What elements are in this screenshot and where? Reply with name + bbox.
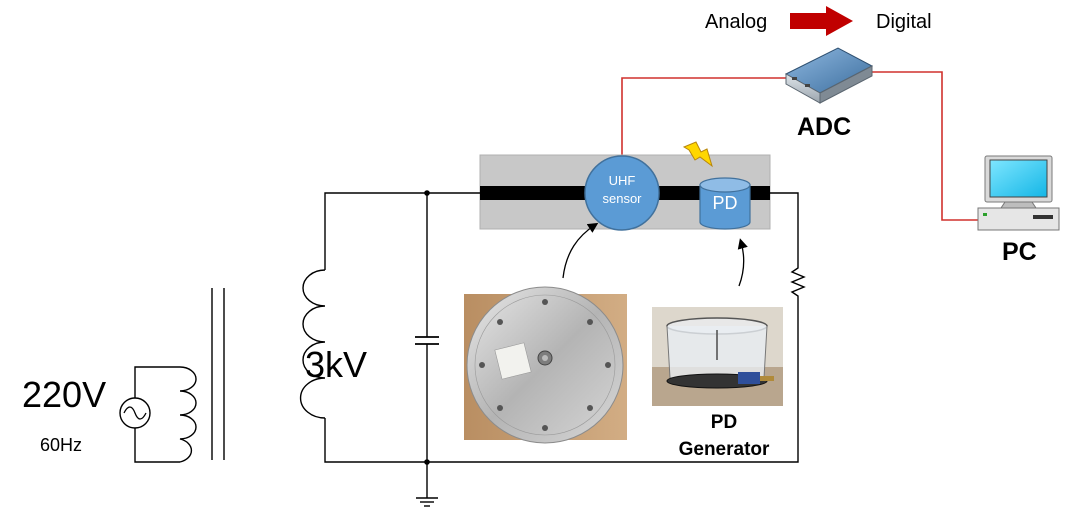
signal-wires: [621, 71, 985, 221]
pd-label: PD: [712, 193, 738, 213]
ac-source-icon: [119, 397, 151, 429]
pd-generator-photo: [652, 307, 783, 406]
uhf-sensor-photo: [464, 286, 627, 444]
analog-label: Analog: [705, 11, 768, 33]
desktop-computer-icon: [977, 155, 1060, 231]
pd-generator-label: PD Generator: [662, 409, 786, 463]
pd-generator-line2: Generator: [678, 439, 770, 460]
sensor-to-adc-wire: [621, 77, 790, 160]
secondary-voltage-label: 3kV: [305, 344, 368, 385]
lightning-bolt-icon: [682, 141, 713, 168]
adc-to-pc-wire: [868, 71, 985, 221]
resistor-symbol: [790, 264, 806, 300]
source-voltage-label: 220V: [22, 374, 107, 415]
uhf-label-line2: sensor: [602, 191, 642, 206]
ground-symbol-icon: [416, 497, 438, 507]
secondary-coil: [299, 269, 326, 419]
digital-label: Digital: [876, 11, 932, 33]
uhf-sensor: [584, 155, 660, 231]
sensor-arrow: [562, 222, 599, 279]
pd-arrow: [737, 238, 748, 287]
uhf-label-line1: UHF: [608, 173, 636, 188]
pc-label: PC: [1002, 238, 1037, 266]
analog-to-digital-arrow: [790, 6, 853, 36]
adc-label: ADC: [797, 113, 852, 141]
pd-source-cylinder: [699, 177, 751, 230]
uhf-sensor-label: UHF sensor: [585, 172, 659, 208]
primary-coil: [179, 366, 197, 463]
adc-device-icon: [784, 47, 874, 104]
pd-generator-line1: PD: [710, 412, 738, 433]
frequency-label: 60Hz: [40, 435, 83, 455]
